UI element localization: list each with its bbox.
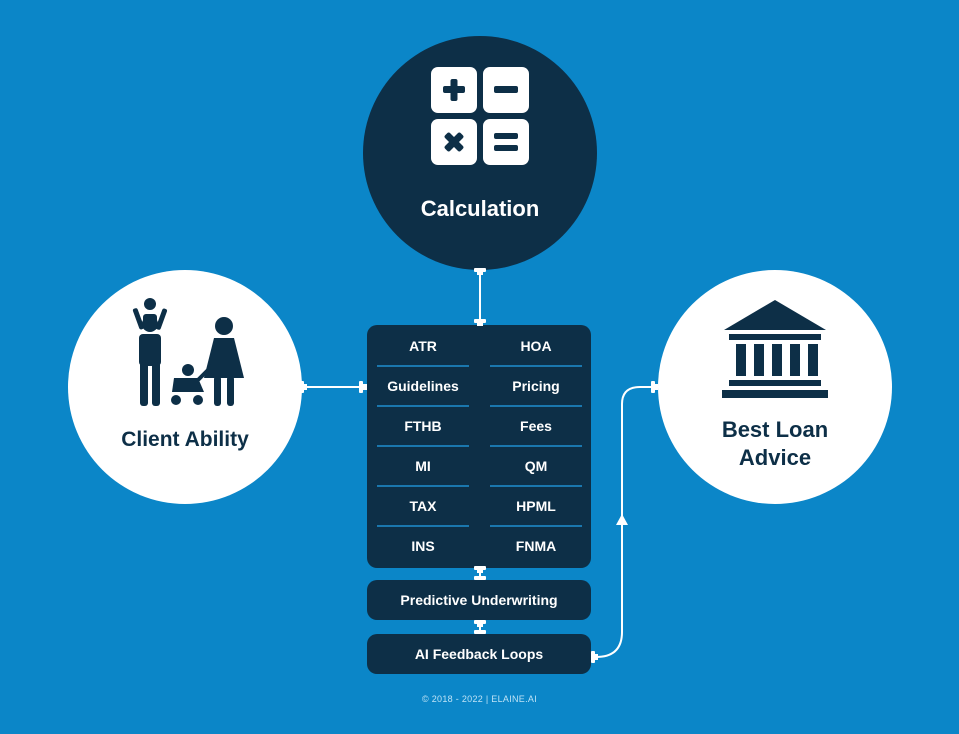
predictive-underwriting-box	[367, 580, 591, 620]
feedback-to-advice-path	[595, 386, 656, 658]
best-loan-advice-line2: Advice	[738, 445, 812, 470]
copyright-footer: © 2018 - 2022 | ELAINE.AI	[421, 694, 538, 704]
ai-feedback-loops-label: AI Feedback Loops	[414, 646, 544, 662]
factor-grid-dividers	[377, 365, 582, 527]
factor-guidelines: Guidelines	[387, 378, 459, 394]
factor-hoa: HOA	[520, 338, 552, 354]
factor-fthb: FTHB	[404, 418, 442, 434]
predictive-underwriting-label: Predictive Underwriting	[400, 592, 558, 608]
factor-qm: QM	[524, 458, 548, 474]
factor-grid-panel	[367, 325, 591, 568]
family-icon	[132, 298, 244, 406]
upward-arrow-head	[616, 514, 628, 525]
best-loan-advice-circle	[658, 270, 892, 504]
client-ability-label: Client Ability	[121, 428, 249, 451]
factor-mi: MI	[415, 458, 431, 474]
factor-fnma: FNMA	[515, 538, 557, 554]
calculation-label: Calculation	[420, 196, 540, 221]
factor-atr: ATR	[409, 338, 437, 354]
factor-tax: TAX	[409, 498, 437, 514]
factor-hpml: HPML	[516, 498, 556, 514]
bank-icon	[722, 300, 828, 398]
factor-pricing: Pricing	[512, 378, 560, 394]
calculator-icon	[431, 67, 529, 165]
best-loan-advice-label: Best Loan Advice	[680, 416, 870, 472]
ai-feedback-loops-box	[367, 634, 591, 674]
connector-plugs	[300, 268, 658, 663]
factor-fees: Fees	[520, 418, 552, 434]
factor-ins: INS	[411, 538, 435, 554]
best-loan-advice-line1: Best Loan	[721, 417, 829, 442]
calculation-circle	[363, 36, 597, 270]
